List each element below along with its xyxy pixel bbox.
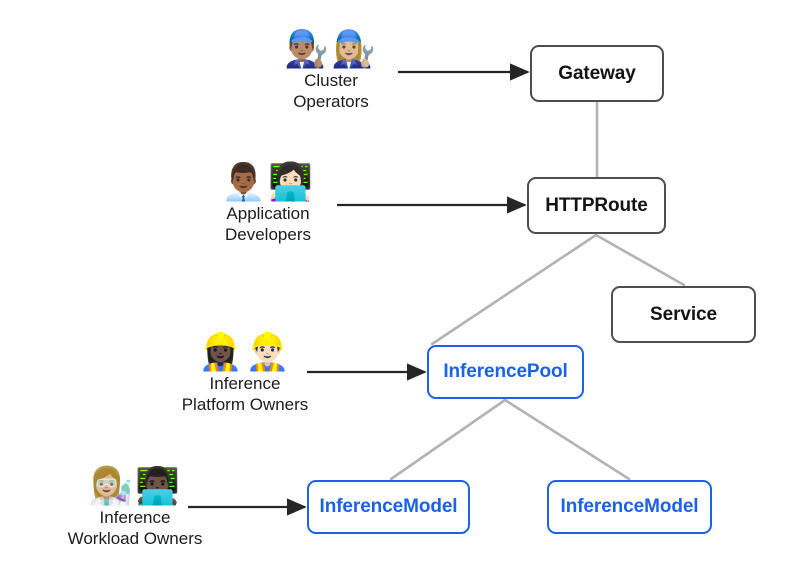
node-inferencemodel_2[interactable]: InferenceModel xyxy=(547,480,712,534)
connector-inferencepool-to-model-1 xyxy=(389,398,507,481)
actor-arrows xyxy=(188,63,530,516)
actor-label-inference-workload-owners: Inference Workload Owners xyxy=(67,508,203,548)
woman-construction-worker-icon: 👷🏿‍♀️👷🏻‍♂️ xyxy=(198,331,292,372)
connector-httproute-to-inferencepool xyxy=(430,233,598,346)
man-mechanic-icon: 👨🏽‍🔧👩🏼‍🔧 xyxy=(284,28,378,69)
connector-httproute-to-service xyxy=(594,233,686,287)
node-inferencemodel_1[interactable]: InferenceModel xyxy=(307,480,470,534)
node-httproute[interactable]: HTTPRoute xyxy=(527,177,666,234)
actor-label-inference-platform-owners: Inference Platform Owners xyxy=(181,374,309,414)
actor-inference-platform-owners: 👷🏿‍♀️👷🏻‍♂️Inference Platform Owners xyxy=(155,331,335,415)
connector-inferencepool-to-model-2 xyxy=(503,398,631,481)
actor-label-cluster-operators: Cluster Operators xyxy=(293,71,369,111)
node-inferencepool[interactable]: InferencePool xyxy=(427,345,584,399)
actor-label-application-developers: Application Developers xyxy=(225,204,311,244)
node-gateway[interactable]: Gateway xyxy=(530,45,664,102)
woman-scientist-icon: 👩🏼‍🔬👨🏿‍💻 xyxy=(88,465,182,506)
node-service[interactable]: Service xyxy=(611,286,756,343)
actor-inference-workload-owners: 👩🏼‍🔬👨🏿‍💻Inference Workload Owners xyxy=(42,465,228,549)
man-office-worker-icon: 👨🏾‍💼👩🏻‍💻 xyxy=(221,161,315,202)
actor-cluster-operators: 👨🏽‍🔧👩🏼‍🔧Cluster Operators xyxy=(255,28,407,112)
actor-application-developers: 👨🏾‍💼👩🏻‍💻Application Developers xyxy=(192,161,344,245)
